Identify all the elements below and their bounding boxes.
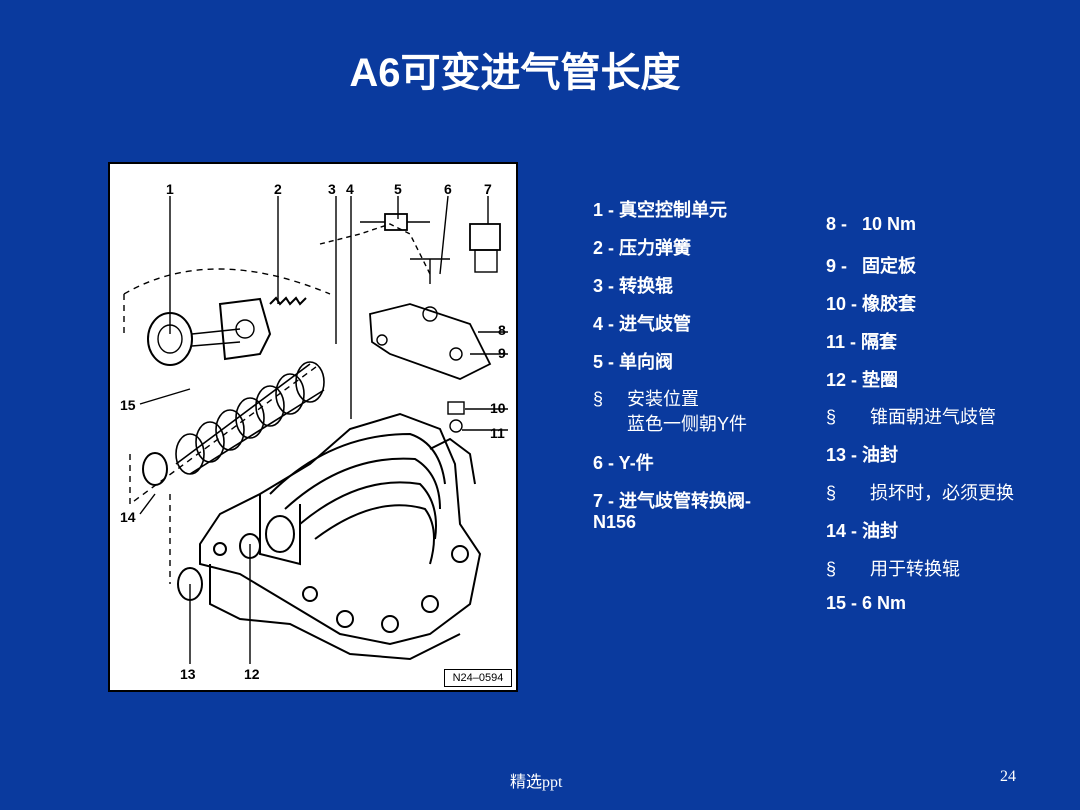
- callout-15: 15: [120, 397, 136, 413]
- legend-subnote: §锥面朝进气歧管: [826, 407, 996, 427]
- legend-item: 3 - 转换辊: [593, 276, 674, 296]
- callout-1: 1: [166, 181, 174, 197]
- legend-item: 1 - 真空控制单元: [593, 200, 728, 220]
- callout-6: 6: [444, 181, 452, 197]
- legend-subnote: §用于转换辊: [826, 559, 960, 579]
- legend-item: 8 - 10 Nm: [826, 214, 917, 234]
- legend-subnote: §损坏时，必须更换: [826, 483, 1014, 503]
- figure-code-label: N24–0594: [444, 669, 512, 687]
- legend-item: 10 - 橡胶套: [826, 294, 917, 314]
- legend-item: 7 - 进气歧管转换阀-: [593, 491, 752, 511]
- callout-13: 13: [180, 666, 196, 682]
- exploded-view-drawing: [123, 195, 508, 664]
- slide-title: A6可变进气管长度: [349, 51, 681, 95]
- footer-label: 精选ppt: [510, 774, 563, 791]
- legend-subnote-line2: 蓝色一侧朝Y件: [627, 414, 748, 434]
- callout-2: 2: [274, 181, 282, 197]
- legend-item-line2: N156: [593, 512, 637, 532]
- callout-5: 5: [394, 181, 402, 197]
- page-number: 24: [1000, 768, 1016, 785]
- callout-8: 8: [498, 322, 506, 338]
- callout-10: 10: [490, 400, 506, 416]
- legend-item: 11 - 隔套: [826, 332, 898, 352]
- callout-4: 4: [346, 181, 354, 197]
- callout-12: 12: [244, 666, 260, 682]
- callout-11: 11: [490, 425, 505, 441]
- callout-3: 3: [328, 181, 336, 197]
- callout-7: 7: [484, 181, 492, 197]
- legend-subnote: §安装位置: [593, 389, 699, 409]
- legend-item: 12 - 垫圈: [826, 370, 899, 390]
- legend-item: 5 - 单向阀: [593, 352, 674, 372]
- callout-14: 14: [120, 509, 136, 525]
- legend-item: 2 - 压力弹簧: [593, 238, 692, 258]
- intake-manifold-diagram: 1 2 3 4 5 6 7 8 9 10 11 12 13 14 15: [108, 162, 518, 692]
- legend-item: 15 - 6 Nm: [826, 593, 907, 613]
- legend-item: 14 - 油封: [826, 521, 899, 541]
- legend-item: 13 - 油封: [826, 445, 899, 465]
- legend-item: 9 - 固定板: [826, 256, 917, 276]
- legend-item: 6 - Y-件: [593, 453, 654, 473]
- legend-item: 4 - 进气歧管: [593, 314, 692, 334]
- callout-9: 9: [498, 345, 506, 361]
